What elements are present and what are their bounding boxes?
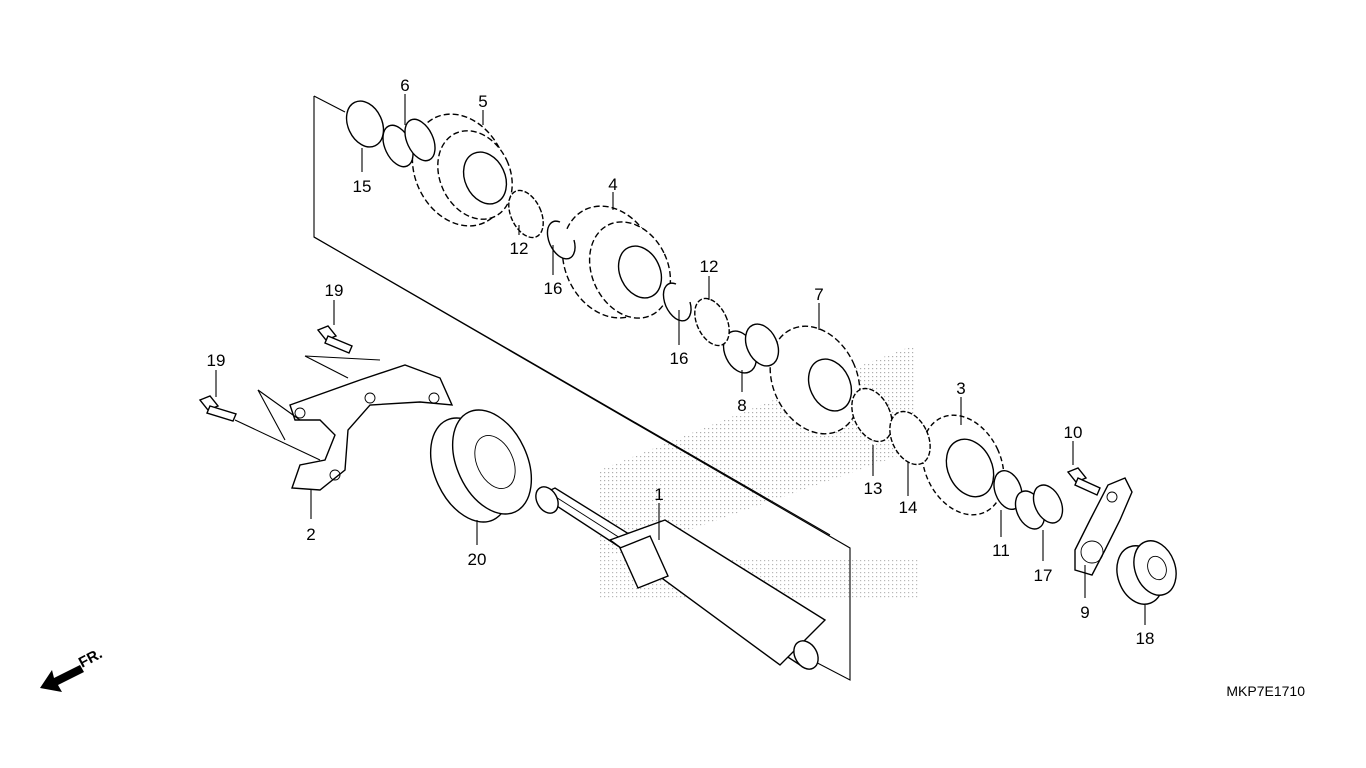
callout-12-a: 12 — [510, 239, 529, 258]
gear-3-part — [921, 414, 1005, 516]
callout-5: 5 — [478, 92, 487, 111]
callout-7: 7 — [814, 285, 823, 304]
callout-12-b: 12 — [700, 257, 719, 276]
callout-2: 2 — [306, 525, 315, 544]
gear-7-part — [769, 325, 861, 435]
callout-16-b: 16 — [670, 349, 689, 368]
callout-1: 1 — [654, 485, 663, 504]
callout-3: 3 — [956, 379, 965, 398]
diagram-code: MKP7E1710 — [1226, 683, 1305, 699]
circlip-16-a-part — [546, 220, 576, 260]
washer-11-part — [993, 469, 1023, 511]
leader-lines — [215, 94, 1146, 625]
ball-bearing-20-part — [429, 409, 533, 523]
washer-15-part — [345, 100, 385, 148]
assembly-outline-diagonal — [313, 236, 831, 536]
circlip-16-b-part — [662, 282, 692, 322]
callout-19-b: 19 — [207, 351, 226, 370]
callout-20: 20 — [468, 550, 487, 569]
callout-17: 17 — [1034, 566, 1053, 585]
callout-4: 4 — [608, 175, 617, 194]
washer-12-b-part — [694, 297, 730, 347]
ball-bearing-18-part — [1116, 540, 1177, 605]
callout-18: 18 — [1136, 629, 1155, 648]
callout-11: 11 — [992, 541, 1010, 560]
callout-19-a: 19 — [325, 281, 344, 300]
main-shaft-part — [535, 486, 827, 670]
callout-14: 14 — [899, 498, 918, 517]
callout-8: 8 — [737, 396, 746, 415]
bracket-plate-part — [289, 364, 454, 491]
needle-bearing-8-part — [722, 323, 780, 374]
bushing-6-part — [382, 118, 436, 168]
callout-labels: 1 2 3 4 5 6 7 8 9 10 11 12 12 13 14 15 1… — [207, 76, 1155, 648]
callout-16-a: 16 — [544, 279, 563, 298]
bolt-10-part — [1066, 467, 1101, 496]
bracket-9-part — [1074, 477, 1133, 576]
bolt-19-a-part — [316, 325, 353, 354]
bolt-19-b-part — [198, 395, 237, 422]
washer-14-part — [889, 410, 931, 466]
gear-4-part — [561, 205, 672, 319]
callout-15: 15 — [353, 177, 372, 196]
assembly-outline-top — [313, 95, 346, 113]
washer-13-part — [851, 387, 893, 443]
washer-12-a-part — [508, 189, 544, 239]
gear-5-part — [411, 113, 513, 227]
front-direction-arrow: FR. — [40, 645, 105, 692]
callout-6: 6 — [400, 76, 409, 95]
needle-bearing-17-part — [1014, 484, 1064, 530]
callout-10: 10 — [1064, 423, 1083, 442]
callout-13: 13 — [864, 479, 883, 498]
callout-9: 9 — [1080, 603, 1089, 622]
